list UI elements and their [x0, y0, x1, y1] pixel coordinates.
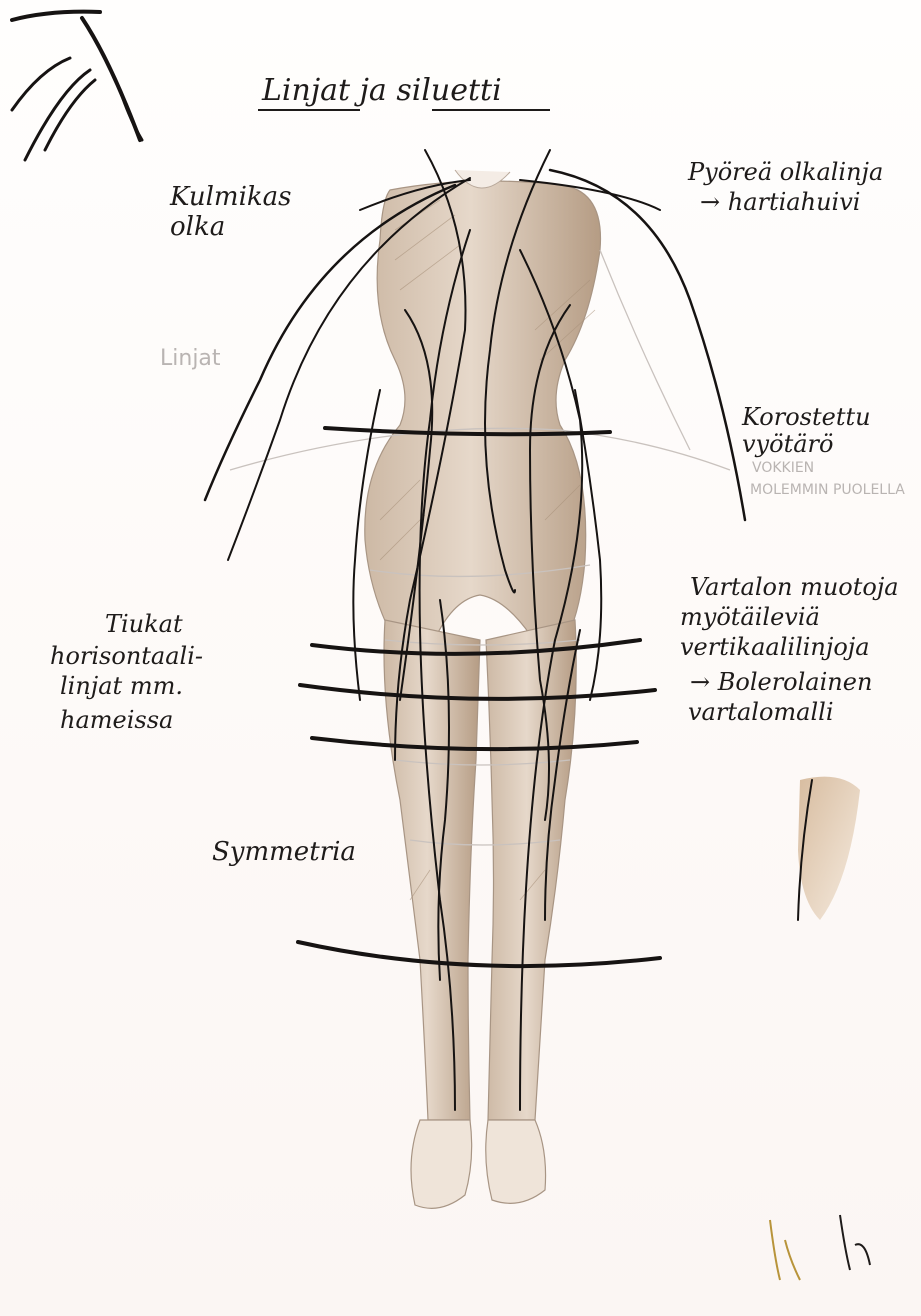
label-waist-2: vyötärö: [742, 430, 833, 458]
label-round-shoulder-1: Pyöreä olkalinja: [687, 158, 883, 186]
label-horizontal-4: hameissa: [60, 706, 173, 734]
label-vertical-2: myötäileviä: [680, 603, 820, 631]
label-round-shoulder-2: → hartiahuivi: [700, 188, 860, 216]
page-title: Linjat ja siluetti: [261, 73, 502, 108]
label-horizontal-1: Tiukat: [105, 610, 183, 638]
label-square-shoulder-1: Kulmikas: [169, 182, 291, 212]
faint-note-right-2: MOLEMMIN PUOLELLA: [750, 482, 905, 498]
label-vertical-4: → Bolerolainen: [690, 668, 872, 696]
label-symmetry: Symmetria: [212, 837, 356, 867]
label-vertical-1: Vartalon muotoja: [690, 573, 899, 601]
label-horizontal-3: linjat mm.: [60, 672, 183, 700]
label-horizontal-2: horisontaali-: [50, 642, 203, 670]
label-square-shoulder-2: olka: [170, 212, 225, 242]
label-vertical-3: vertikaalilinjoja: [680, 633, 870, 661]
faint-note-right-1: VOKKIEN: [752, 460, 814, 476]
label-waist-1: Korostettu: [741, 403, 871, 431]
faint-note-left: Linjat: [160, 346, 221, 371]
label-vertical-5: vartalomalli: [688, 698, 834, 726]
